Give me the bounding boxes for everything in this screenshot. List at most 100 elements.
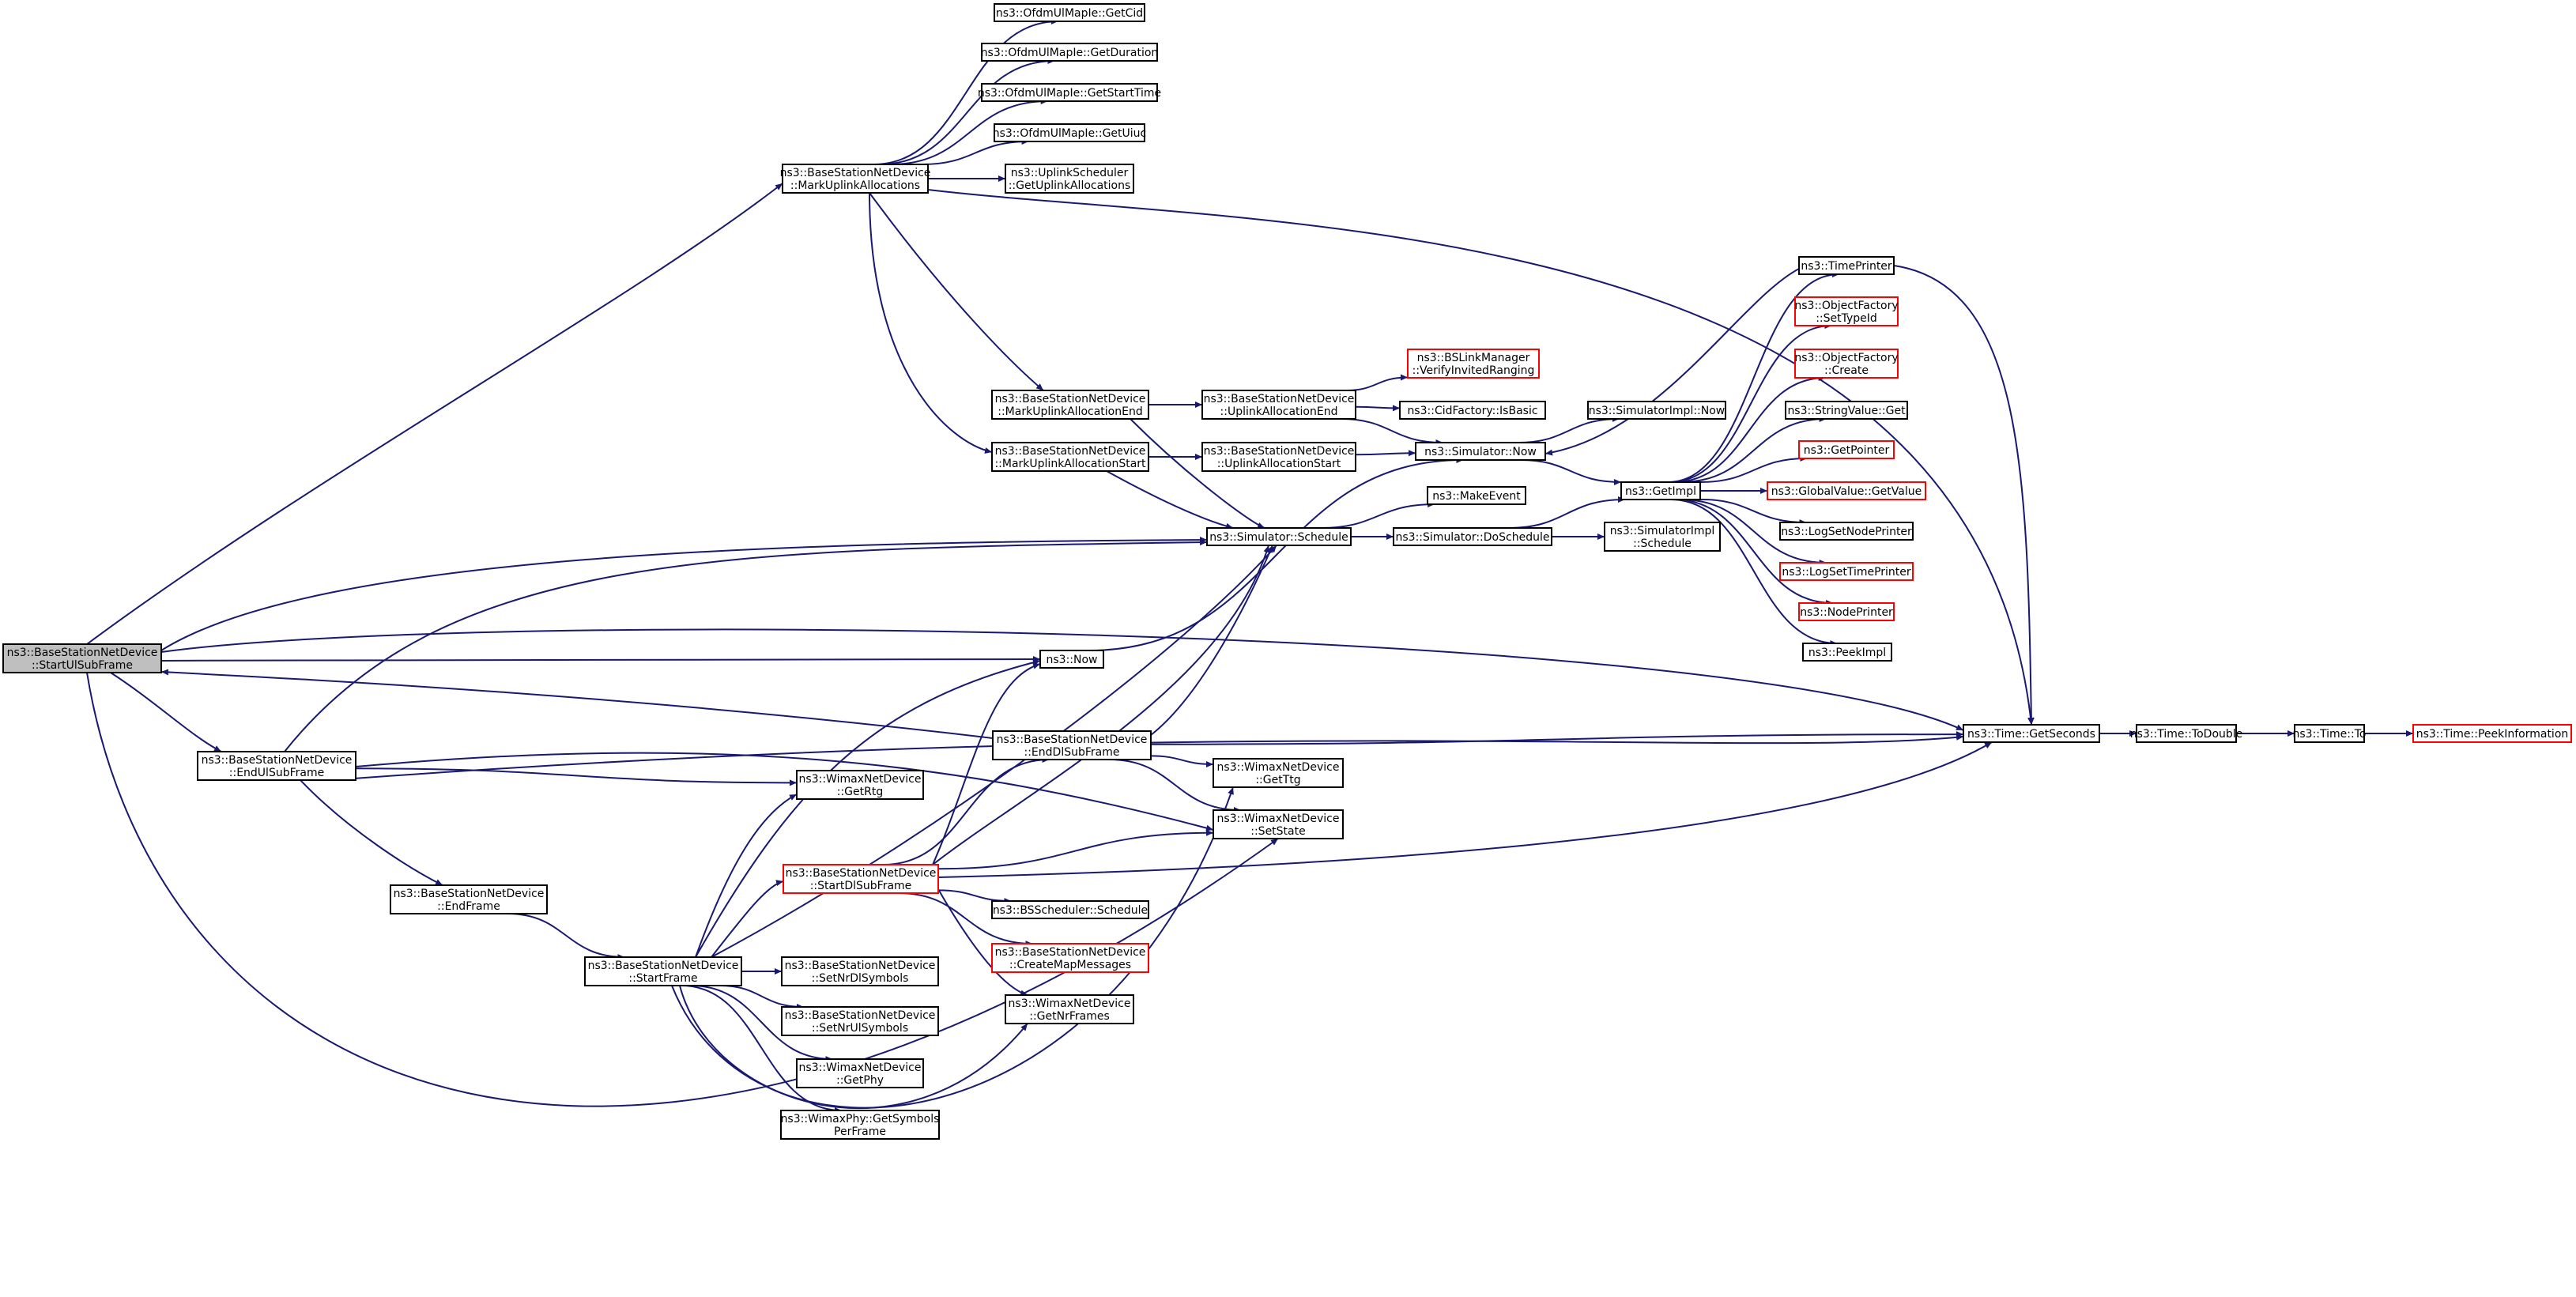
node-mark-ul-alloc-start[interactable]: ns3::BaseStationNetDevice::MarkUplinkAll…: [991, 442, 1149, 472]
node-getimpl[interactable]: ns3::GetImpl: [1620, 481, 1701, 500]
node-peekimpl[interactable]: ns3::PeekImpl: [1802, 643, 1892, 662]
edge-ul_alloc_end-to-cidfactory_isbasic: [1355, 405, 1401, 412]
edge-getimpl-to-stringvalue_get: [1680, 416, 1827, 483]
node-label-line: ns3::GetPointer: [1804, 444, 1890, 457]
edge-getimpl-to-logsettimeprinter: [1680, 499, 1827, 566]
edge-path: [937, 889, 1012, 904]
node-end-ul[interactable]: ns3::BaseStationNetDevice::EndUlSubFrame: [197, 751, 356, 781]
edge-start_ul-to-setstate: [86, 672, 1279, 1107]
node-time-peekinfo[interactable]: ns3::Time::PeekInformation: [2412, 724, 2572, 743]
node-start-dl[interactable]: ns3::BaseStationNetDevice::StartDlSubFra…: [783, 864, 939, 894]
node-label-line: ::EndUlSubFrame: [229, 767, 324, 779]
node-mark-ul-alloc-end[interactable]: ns3::BaseStationNetDevice::MarkUplinkAll…: [991, 390, 1149, 420]
edge-mark_ul_alloc-to-mark_ul_alloc_start: [869, 192, 993, 454]
node-time-todouble[interactable]: ns3::Time::ToDouble: [2130, 724, 2243, 743]
edge-end_dl-to-sim_schedule: [1150, 545, 1273, 736]
edge-start_dl-to-now: [932, 662, 1041, 865]
node-box: [1415, 442, 1546, 461]
node-verify-ranging[interactable]: ns3::BSLinkManager::VerifyInvitedRanging: [1407, 349, 1540, 379]
node-start-ul[interactable]: ns3::BaseStationNetDevice::StartUlSubFra…: [2, 643, 162, 673]
edge-end_ul-to-endframe: [300, 779, 443, 886]
node-of-settypeid[interactable]: ns3::ObjectFactory::SetTypeId: [1794, 296, 1899, 326]
node-label-line: ns3::Simulator::Schedule: [1209, 531, 1348, 544]
edge-path: [922, 138, 1029, 165]
node-label-line: ::GetTtg: [1255, 774, 1300, 786]
node-sim-doschedule[interactable]: ns3::Simulator::DoSchedule: [1393, 527, 1552, 546]
node-ul-alloc-end[interactable]: ns3::BaseStationNetDevice::UplinkAllocat…: [1201, 390, 1356, 420]
node-label-line: ::MarkUplinkAllocationEnd: [998, 405, 1142, 418]
node-box: [1798, 602, 1895, 621]
node-endframe[interactable]: ns3::BaseStationNetDevice::EndFrame: [390, 884, 548, 914]
node-simimpl-now[interactable]: ns3::SimulatorImpl::Now: [1587, 401, 1726, 420]
node-sim-schedule[interactable]: ns3::Simulator::Schedule: [1206, 527, 1352, 546]
node-box: [991, 900, 1149, 919]
node-getrtg[interactable]: ns3::WimaxNetDevice::GetRtg: [796, 770, 924, 800]
node-label-line: ::StartFrame: [628, 972, 697, 985]
node-box: [991, 943, 1149, 973]
node-setstate[interactable]: ns3::WimaxNetDevice::SetState: [1213, 809, 1344, 839]
node-globalvalue-getvalue[interactable]: ns3::GlobalValue::GetValue: [1767, 481, 1926, 500]
node-getnrframes[interactable]: ns3::WimaxNetDevice::GetNrFrames: [1005, 994, 1134, 1024]
node-label-line: ns3::Time::PeekInformation: [2416, 728, 2569, 741]
node-end-dl[interactable]: ns3::BaseStationNetDevice::EndDlSubFrame: [992, 730, 1152, 760]
node-mark-ul-alloc[interactable]: ns3::BaseStationNetDevice::MarkUplinkAll…: [780, 164, 931, 194]
edge-path: [1150, 545, 1273, 736]
node-simimpl-schedule[interactable]: ns3::SimulatorImpl::Schedule: [1604, 522, 1721, 552]
edge-startframe-to-getnrframes: [679, 985, 1028, 1110]
edge-path: [873, 18, 1058, 165]
node-getduration[interactable]: ns3::OfdmUlMapIe::GetDuration: [981, 43, 1159, 62]
edge-end_ul-to-sim_schedule: [284, 539, 1208, 752]
edge-path: [1518, 416, 1620, 443]
node-logsetnodeprinter[interactable]: ns3::LogSetNodePrinter: [1779, 522, 1914, 541]
node-sim-now[interactable]: ns3::Simulator::Now: [1415, 442, 1546, 461]
node-label-line: ns3::BaseStationNetDevice: [780, 167, 931, 179]
node-setnrdlsymbols[interactable]: ns3::BaseStationNetDevice::SetNrDlSymbol…: [781, 956, 939, 986]
node-label-line: ::MarkUplinkAllocations: [790, 179, 920, 192]
node-label-line: ns3::OfdmUlMapIe::GetStartTime: [978, 87, 1161, 100]
node-nodeprinter[interactable]: ns3::NodePrinter: [1798, 602, 1895, 621]
edge-path: [869, 192, 993, 454]
node-setnrulsymbols[interactable]: ns3::BaseStationNetDevice::SetNrUlSymbol…: [781, 1006, 939, 1036]
node-box: [991, 442, 1149, 472]
node-label-line: ns3::WimaxNetDevice: [799, 1061, 922, 1074]
edge-end_dl-to-setstate: [1108, 759, 1242, 813]
node-stringvalue-get[interactable]: ns3::StringValue::Get: [1785, 401, 1908, 420]
node-now[interactable]: ns3::Now: [1039, 650, 1104, 669]
node-time-getseconds[interactable]: ns3::Time::GetSeconds: [1963, 724, 2100, 743]
node-getpointer[interactable]: ns3::GetPointer: [1798, 440, 1895, 459]
node-logsettimeprinter[interactable]: ns3::LogSetTimePrinter: [1779, 562, 1914, 581]
node-getstarttime[interactable]: ns3::OfdmUlMapIe::GetStartTime: [978, 83, 1161, 102]
node-box: [1213, 809, 1344, 839]
node-startframe[interactable]: ns3::BaseStationNetDevice::StartFrame: [584, 956, 742, 986]
node-createmapmessages[interactable]: ns3::BaseStationNetDevice::CreateMapMess…: [991, 943, 1149, 973]
node-cidfactory-isbasic[interactable]: ns3::CidFactory::IsBasic: [1399, 401, 1546, 420]
node-getuiuc[interactable]: ns3::OfdmUlMapIe::GetUiuc: [993, 123, 1147, 142]
node-box: [992, 730, 1152, 760]
node-time-to[interactable]: ns3::Time::To: [2293, 724, 2367, 743]
edge-ul_alloc_end-to-verify_ranging: [1346, 374, 1409, 391]
edge-path: [300, 779, 443, 886]
node-label-line: ::VerifyInvitedRanging: [1412, 364, 1535, 377]
node-ul-alloc-start[interactable]: ns3::BaseStationNetDevice::UplinkAllocat…: [1201, 442, 1356, 472]
node-getphy[interactable]: ns3::WimaxNetDevice::GetPhy: [796, 1058, 924, 1088]
node-box: [1802, 643, 1892, 662]
node-box: [584, 956, 742, 986]
node-bssched-schedule[interactable]: ns3::BSScheduler::Schedule: [991, 900, 1149, 919]
edge-sim_schedule-to-makeevent: [1320, 501, 1435, 529]
node-getcid[interactable]: ns3::OfdmUlMapIe::GetCid: [994, 3, 1145, 22]
node-label-line: ns3::Time::To: [2293, 728, 2367, 741]
edge-startframe-to-setnrulsymbols: [719, 985, 804, 1010]
node-getttg[interactable]: ns3::WimaxNetDevice::GetTtg: [1213, 758, 1344, 788]
edge-path: [890, 98, 1048, 165]
node-label-line: ::StartDlSubFrame: [810, 880, 912, 892]
node-of-create[interactable]: ns3::ObjectFactory::Create: [1794, 349, 1899, 379]
node-get-ul-allocs[interactable]: ns3::UplinkScheduler::GetUplinkAllocatio…: [1005, 164, 1134, 194]
node-box: [1213, 758, 1344, 788]
node-label-line: ns3::WimaxNetDevice: [1217, 761, 1340, 774]
edge-timeprinter-to-sim_now: [1544, 268, 1800, 456]
node-makeevent[interactable]: ns3::MakeEvent: [1427, 486, 1526, 505]
node-timeprinter[interactable]: ns3::TimePrinter: [1798, 256, 1895, 275]
nodes-layer: ns3::BaseStationNetDevice::StartUlSubFra…: [2, 3, 2572, 1140]
edge-path: [1699, 498, 1807, 526]
